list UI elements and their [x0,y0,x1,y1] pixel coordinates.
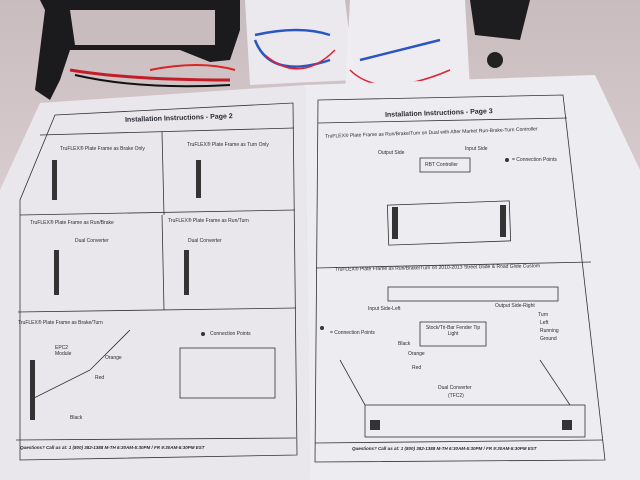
module-label: EPC2 Module [55,345,72,357]
wire-black-3: Black [398,341,411,347]
panel-turn-only: TruFLEX® Plate Frame as Turn Only [187,142,269,148]
panel-run-turn: TruFLEX® Plate Frame as Run/Turn [168,218,249,224]
input-side-left-label: Input Side-Left [368,306,401,312]
page-2-sheet [0,85,310,480]
wire-orange-3: Orange [408,351,425,357]
output-side-label: Output Side [378,150,405,156]
wire-black-label: Black [70,415,83,421]
connection-points-label-3: = Connection Points [512,157,557,163]
panel-brake-turn: TruFLEX® Plate Frame as Brake/Turn [18,320,103,326]
connection-points-label: Connection Points [210,331,251,337]
wire-orange-label: Orange [105,355,122,361]
page-3-sheet [305,75,640,480]
wire-red-3: Red [412,365,422,371]
output-running: Running [540,328,559,334]
input-side-label: Input Side [465,146,488,152]
tfc-label: (TFC2) [448,393,464,399]
output-left: Left [540,320,549,326]
dual-converter-label: Dual Converter [75,238,109,244]
dual-converter-label-2: Dual Converter [188,238,222,244]
page-3-footer: Questions? Call us at: 1 (800) 382-1388 … [352,446,537,451]
wire-black [74,74,231,88]
tail-light-label: Stock/Tri-Bar Fender Tip Light [425,325,481,337]
wire-red-label: Red [95,375,105,381]
wire-red [69,68,231,82]
output-side-right-label: Output Side-Right [495,303,535,309]
panel-brake-only: TruFLEX® Plate Frame as Brake Only [60,146,145,152]
bag-left [245,0,355,85]
output-turn: Turn [538,312,549,318]
rbt-controller-label: RBT Controller [425,162,458,168]
dual-converter-label-3: Dual Converter [438,385,472,391]
output-ground: Ground [540,336,557,342]
page-2-footer: Questions? Call us at: 1 (800) 382-1388 … [20,445,205,450]
connection-points-label-3b: = Connection Points [330,330,375,336]
panel-run-brake: TruFLEX® Plate Frame as Run/Brake [30,220,114,226]
